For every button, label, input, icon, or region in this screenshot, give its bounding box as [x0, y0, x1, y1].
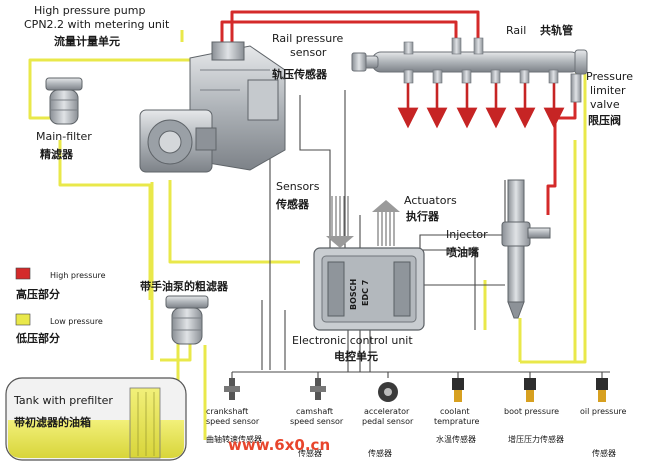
common-rail [363, 37, 588, 84]
sensor-boost-pressure-icon [524, 378, 536, 402]
limiter-label-en-1: Pressure [586, 70, 633, 83]
ecu-model-label: EDC 7 [361, 280, 370, 306]
sensor-camshaft-icon [310, 378, 326, 400]
tank-label-cn: 带初滤器的油箱 [14, 415, 91, 429]
prefilter-label-cn: 带手油泵的粗滤器 [140, 279, 229, 293]
actuator-bus-arrow [372, 200, 400, 246]
sensor-oil-label-cn: 传感器 [592, 448, 616, 458]
sensor-oil-label-1: oil pressure [580, 407, 627, 416]
injector [501, 179, 551, 319]
prefilter-with-hand-pump [165, 295, 209, 345]
sensor-accelerator-icon [378, 382, 398, 402]
sensor-accelerator-label-cn: 传感器 [368, 448, 392, 458]
injector-label-en: Injector [446, 228, 488, 241]
sensor-coolant-label-2: temprature [434, 417, 479, 426]
pressure-limiter-valve [570, 73, 582, 103]
sensor-boost-label-1: boot pressure [504, 407, 559, 416]
tank-label-en: Tank with prefilter [13, 394, 113, 407]
legend-high-pressure-cn: 高压部分 [16, 287, 60, 301]
injector-label-cn: 喷油嘴 [446, 245, 479, 259]
sensors-label-cn: 传感器 [275, 197, 310, 211]
sensor-accelerator-label-1: accelerator [364, 407, 410, 416]
rail-outlet-arrows [397, 82, 565, 129]
rail-pressure-sensor [351, 52, 367, 72]
rail-sensor-label-cn: 轨压传感器 [272, 67, 328, 81]
limiter-label-cn: 限压阀 [588, 113, 621, 127]
sensor-camshaft-label-1: camshaft [296, 407, 333, 416]
sensor-boost-label-cn: 增压压力传感器 [508, 434, 564, 444]
high-pressure-pump [139, 41, 286, 173]
ecu-label-cn: 电控单元 [334, 349, 378, 363]
rail-sensor-label-en-2: sensor [290, 46, 327, 59]
actuators-label-cn: 执行器 [406, 209, 440, 223]
sensor-camshaft-label-cn: 传感器 [298, 448, 322, 458]
main-filter [45, 77, 83, 125]
signal-wires [231, 90, 610, 378]
rail-sensor-label-en-1: Rail pressure [272, 32, 343, 45]
watermark-text: www.6x0.cn [228, 436, 330, 454]
main-filter-label-cn: 精滤器 [40, 147, 74, 161]
rail-label-cn: 共轨管 [540, 23, 573, 37]
high-pressure-lines [220, 10, 577, 215]
sensor-coolant-label-1: coolant [440, 407, 470, 416]
legend-high-pressure-en: High pressure [50, 271, 106, 280]
sensor-oil-pressure-icon [596, 378, 608, 402]
legend-low-pressure-swatch [15, 313, 31, 326]
sensor-crankshaft-icon [224, 378, 240, 400]
pump-label-en-1: High pressure pump [34, 4, 145, 17]
legend-high-pressure-swatch [15, 267, 31, 280]
ecu-brand-label: BOSCH [349, 279, 358, 310]
pump-label-cn: 流量计量单元 [54, 34, 120, 48]
main-filter-label-en: Main-filter [36, 130, 92, 143]
sensor-accelerator-label-2: pedal sensor [362, 417, 414, 426]
rail-label-en: Rail [506, 24, 526, 37]
pump-label-en-2: CPN2.2 with metering unit [24, 18, 170, 31]
sensor-crankshaft-label-cn: 曲轴转速传感器 [206, 434, 262, 444]
legend-low-pressure-en: Low pressure [50, 317, 103, 326]
sensor-camshaft-label-2: speed sensor [290, 417, 344, 426]
ecu-label-en: Electronic control unit [292, 334, 413, 347]
limiter-label-en-3: valve [590, 98, 620, 111]
fuel-tank [5, 377, 187, 461]
sensor-crankshaft-label-1: crankshaft [206, 407, 248, 416]
ecu [313, 247, 425, 331]
sensor-coolant-label-cn: 水温传感器 [436, 434, 476, 444]
sensor-coolant-icon [452, 378, 464, 402]
sensor-crankshaft-label-2: speed sensor [206, 417, 260, 426]
sensor-bus-arrow [326, 196, 354, 248]
limiter-label-en-2: limiter [590, 84, 626, 97]
legend-low-pressure-cn: 低压部分 [15, 331, 60, 345]
sensors-label-en: Sensors [276, 180, 320, 193]
actuators-label-en: Actuators [404, 194, 457, 207]
